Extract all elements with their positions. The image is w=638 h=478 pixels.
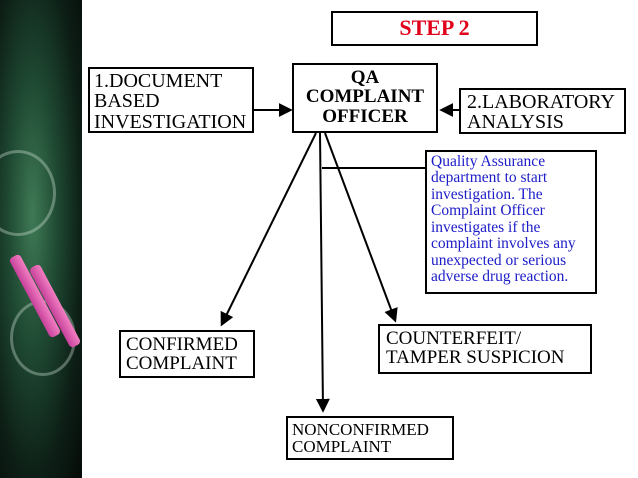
- nonconfirmed-complaint-box: NONCONFIRMED COMPLAINT: [286, 416, 454, 460]
- qa-complaint-officer-box: QA COMPLAINT OFFICER: [292, 63, 438, 133]
- confirmed-complaint-box: CONFIRMED COMPLAINT: [119, 330, 255, 378]
- chalkboard-decoration: [0, 0, 82, 478]
- arrow-officer-to-counterfeit: [324, 132, 398, 323]
- investigation-note-box: Quality Assurance department to start in…: [425, 150, 597, 294]
- counterfeit-suspicion-box: COUNTERFEIT/ TAMPER SUSPICION: [378, 324, 592, 374]
- arrow-officer-to-nonconfirmed: [315, 132, 330, 413]
- step-title-box: STEP 2: [331, 11, 538, 46]
- laboratory-analysis-box: 2.LABORATORY ANALYSIS: [459, 88, 626, 134]
- step-title: STEP 2: [399, 15, 470, 40]
- document-investigation-box: 1.DOCUMENT BASED INVESTIGATION: [88, 67, 254, 133]
- arrow-officer-to-confirmed: [220, 132, 317, 327]
